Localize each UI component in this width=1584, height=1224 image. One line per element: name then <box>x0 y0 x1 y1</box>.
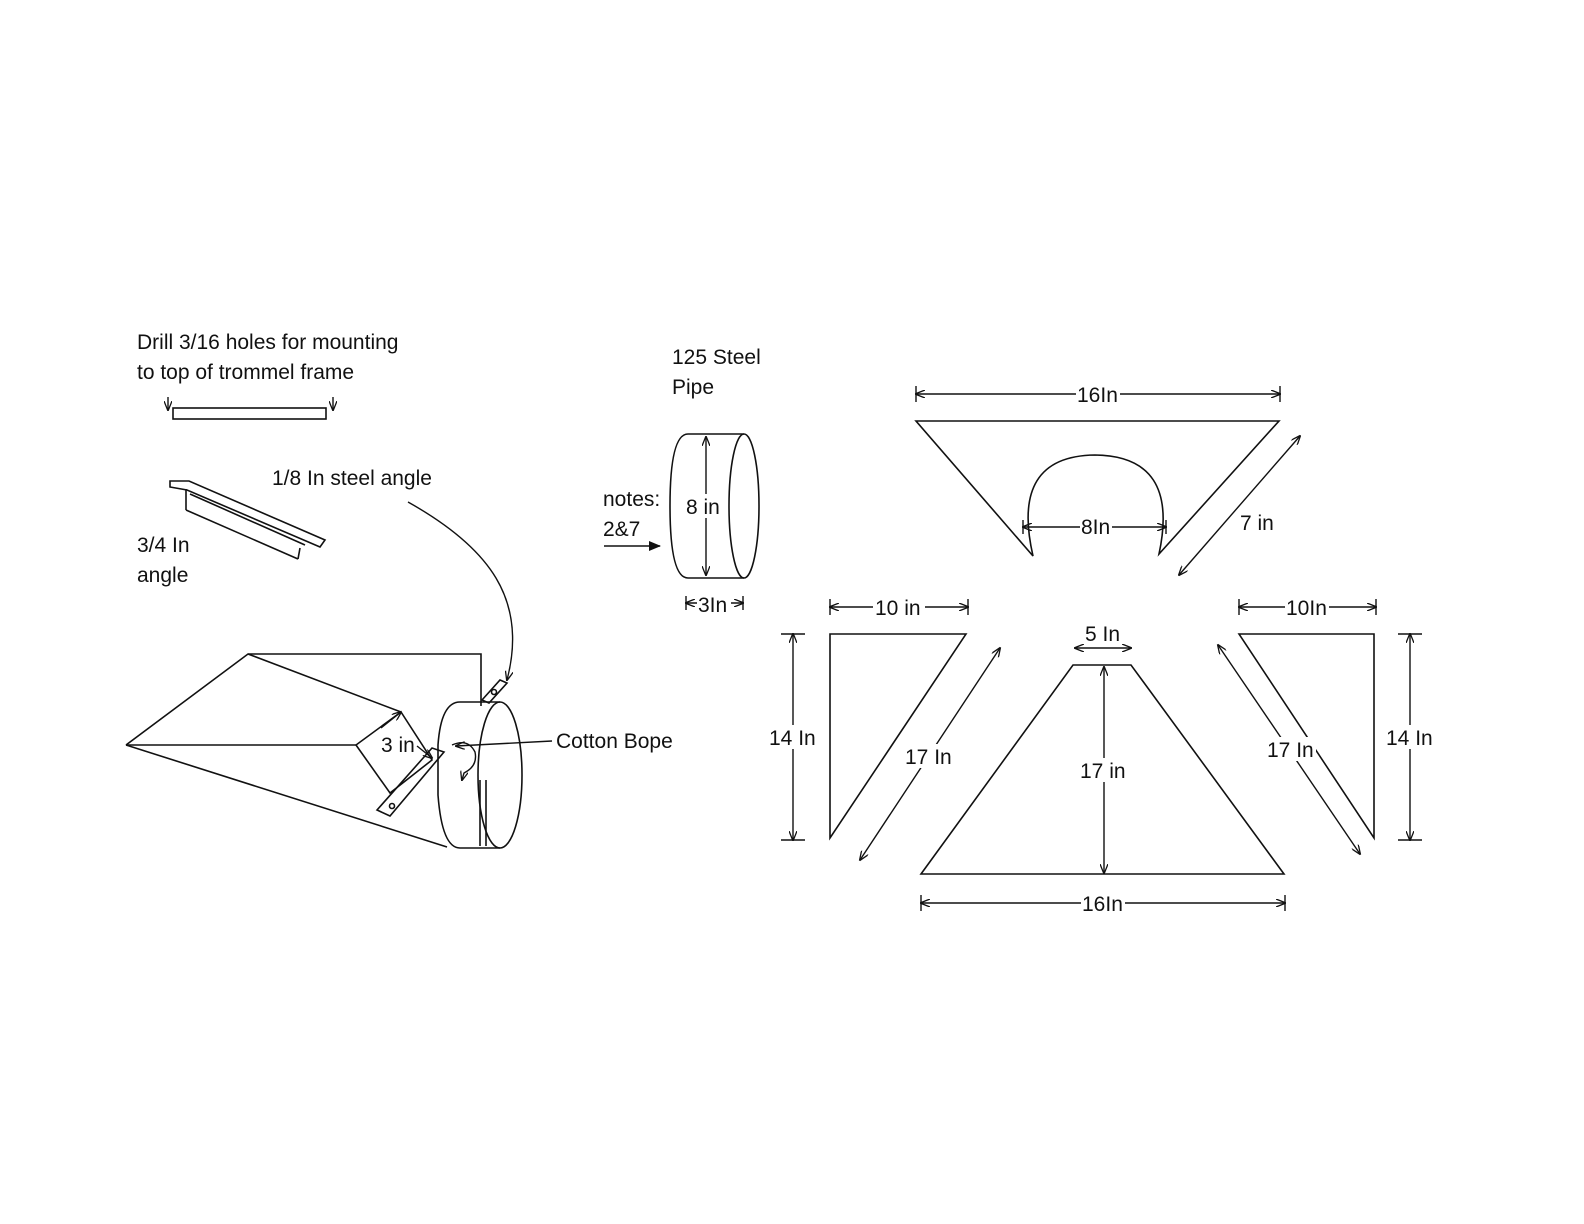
drill-note-line1: Drill 3/16 holes for mounting <box>137 331 398 354</box>
right-width-label: 10In <box>1286 597 1327 620</box>
mid-height-label: 17 in <box>1080 760 1126 783</box>
mid-top-label: 5 In <box>1085 623 1120 646</box>
angle-size-line2: angle <box>137 564 188 587</box>
arc-width-label: 8In <box>1081 516 1110 539</box>
notes-line1: notes: <box>603 488 660 511</box>
steel-angle-label: 1/8 In steel angle <box>272 467 432 490</box>
steel-angle-leader <box>407 501 514 680</box>
right-diag-label: 17 In <box>1267 739 1314 762</box>
angle-size-line1: 3/4 In <box>137 534 190 557</box>
notes-line2: 2&7 <box>603 518 640 541</box>
hopper-assembly <box>125 653 523 849</box>
pipe-width-label: 3In <box>698 594 727 617</box>
left-width-label: 10 in <box>875 597 921 620</box>
left-height-label: 14 In <box>769 727 816 750</box>
hopper-depth-label: 3 in <box>381 734 415 757</box>
drill-note-line2: to top of trommel frame <box>137 361 354 384</box>
pipe-label-line2: Pipe <box>672 376 714 399</box>
top-panel <box>914 386 1300 575</box>
top-width-label: 16In <box>1077 384 1118 407</box>
left-diag-label: 17 In <box>905 746 952 769</box>
pipe-height-label: 8 in <box>686 496 720 519</box>
right-height-label: 14 In <box>1386 727 1433 750</box>
mid-bottom-label: 16In <box>1082 893 1123 916</box>
cotton-rope-label: Cotton Bope <box>556 730 673 753</box>
pipe-label-line1: 125 Steel <box>672 346 761 369</box>
steel-angle-piece <box>169 480 327 560</box>
mounting-bar <box>168 397 333 420</box>
top-slant-label: 7 in <box>1240 512 1274 535</box>
steel-pipe <box>669 433 760 610</box>
